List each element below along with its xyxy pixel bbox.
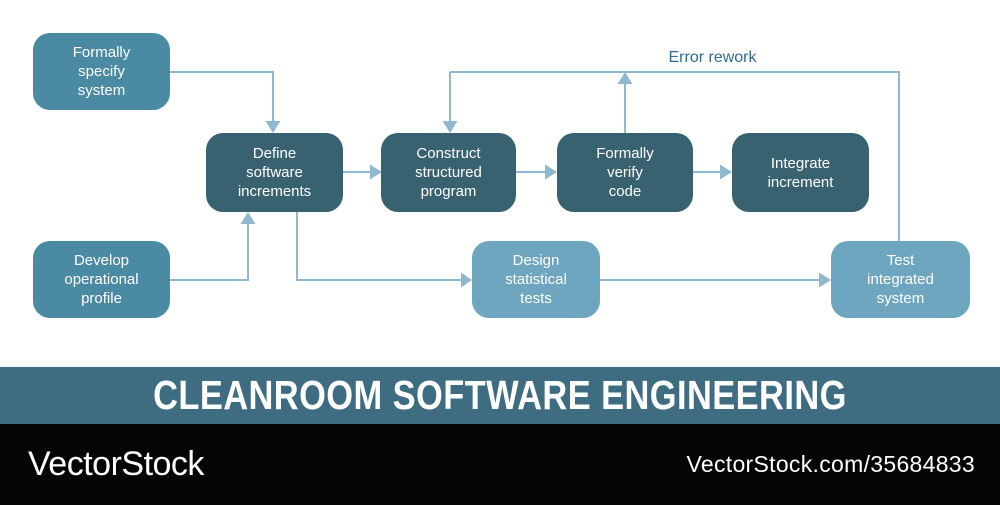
arrow-define-to-construct — [343, 164, 382, 180]
arrow-verify-to-integrate — [693, 164, 732, 180]
error-rework-loop — [442, 71, 900, 241]
node-label: Formally verify code — [596, 145, 654, 200]
flow-arrows — [170, 71, 900, 288]
node-formally-specify-system: Formally specify system — [33, 33, 170, 110]
node-label: Test integrated system — [867, 252, 934, 307]
node-label: Develop operational profile — [64, 252, 139, 307]
node-label: Integrate increment — [767, 154, 834, 191]
error-rework-label: Error rework — [668, 49, 757, 66]
node-define-software-increments: Define software increments — [206, 133, 343, 212]
node-design-statistical-tests: Design statistical tests — [472, 241, 600, 318]
node-label: Design statistical tests — [505, 252, 567, 307]
vectorstock-logo: VectorStock — [28, 445, 204, 483]
arrow-design-to-test — [600, 272, 831, 288]
arrow-define-to-design — [296, 212, 472, 288]
node-develop-operational-profile: Develop operational profile — [33, 241, 170, 318]
arrow-develop-to-define — [170, 212, 256, 281]
arrow-specify-to-define — [170, 71, 281, 133]
watermark-bar: VectorStock VectorStock.com/35684833 — [0, 424, 1000, 505]
arrow-construct-to-verify — [516, 164, 557, 180]
node-label: Define software increments — [237, 145, 312, 200]
node-formally-verify-code: Formally verify code — [557, 133, 693, 212]
node-label: Construct structured program — [415, 145, 482, 200]
title-bar: CLEANROOM SOFTWARE ENGINEERING — [0, 367, 1000, 424]
node-integrate-increment: Integrate increment — [732, 133, 869, 212]
node-test-integrated-system: Test integrated system — [831, 241, 970, 318]
diagram-title: CLEANROOM SOFTWARE ENGINEERING — [153, 372, 847, 418]
node-label: Formally specify system — [72, 44, 131, 99]
node-construct-structured-program: Construct structured program — [381, 133, 516, 212]
vectorstock-url: VectorStock.com/35684833 — [686, 451, 975, 477]
